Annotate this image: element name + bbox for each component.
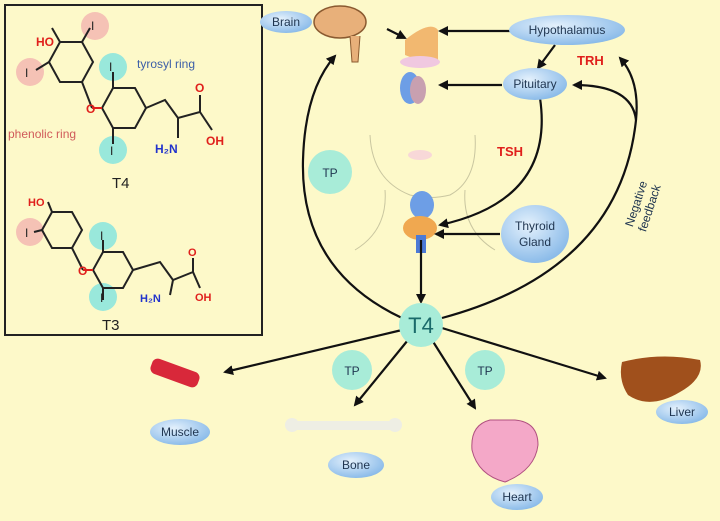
- t3-structure: [16, 201, 201, 311]
- trh-label: TRH: [577, 53, 604, 68]
- svg-text:Brain: Brain: [272, 15, 300, 29]
- t3-structure-label: T3: [102, 317, 120, 334]
- svg-text:Pituitary: Pituitary: [513, 77, 556, 91]
- amine-label: H₂N: [155, 142, 178, 156]
- svg-text:Hypothalamus: Hypothalamus: [529, 23, 606, 37]
- structures-panel: HO I I I I O O OH H₂N tyrosyl ring pheno…: [4, 4, 263, 336]
- pathway-arrows: [223, 26, 638, 410]
- iodine-label: I: [100, 229, 103, 243]
- svg-text:T4: T4: [408, 313, 434, 338]
- oh-label: OH: [206, 134, 224, 148]
- node-muscle: Muscle: [150, 419, 210, 445]
- svg-text:TP: TP: [344, 364, 359, 378]
- tsh-label: TSH: [497, 144, 523, 159]
- t4-structure-label: T4: [112, 175, 130, 192]
- node-heart: Heart: [491, 484, 543, 510]
- muscle-illustration: [150, 358, 200, 388]
- svg-text:TP: TP: [322, 166, 337, 180]
- carbonyl-o-label: O: [188, 247, 197, 259]
- brain-illustration: [313, 5, 367, 63]
- node-hypothalamus: Hypothalamus: [509, 15, 625, 45]
- svg-text:Liver: Liver: [669, 405, 695, 419]
- amine-label: H₂N: [140, 293, 161, 305]
- svg-text:Muscle: Muscle: [161, 425, 199, 439]
- heart-illustration: [471, 419, 539, 483]
- node-pituitary: Pituitary: [503, 68, 567, 100]
- iodine-label: I: [25, 226, 28, 240]
- svg-text:TP: TP: [477, 364, 492, 378]
- carbonyl-o-label: O: [195, 81, 204, 95]
- svg-text:Bone: Bone: [342, 458, 370, 472]
- svg-text:Gland: Gland: [519, 235, 551, 249]
- node-liver: Liver: [656, 400, 708, 424]
- iodine-label: I: [110, 144, 113, 158]
- svg-text:Thyroid: Thyroid: [515, 219, 555, 233]
- t3-ho-label: HO: [28, 197, 45, 209]
- svg-text:Heart: Heart: [502, 490, 532, 504]
- tp-badge: TP: [332, 350, 372, 390]
- tp-badge: TP: [465, 350, 505, 390]
- node-bone: Bone: [328, 452, 384, 478]
- ether-oxygen-label: O: [86, 102, 95, 116]
- iodine-label: I: [91, 19, 94, 33]
- tyrosyl-ring-label: tyrosyl ring: [137, 57, 195, 71]
- iodine-label: I: [25, 66, 28, 80]
- ether-oxygen-label: O: [78, 264, 87, 278]
- liver-illustration: [620, 356, 701, 402]
- bone-illustration: [285, 418, 402, 432]
- negative-feedback-label: Negative feedback: [622, 179, 664, 234]
- node-brain: Brain: [260, 11, 312, 33]
- t4-structure: [16, 12, 213, 164]
- t4-ho-label: HO: [36, 35, 54, 49]
- iodine-label: I: [100, 291, 103, 305]
- neck-illustration: [354, 134, 496, 251]
- phenolic-ring-label: phenolic ring: [8, 127, 76, 141]
- tp-badge: TP: [308, 150, 352, 194]
- pituitary-illustration: [400, 26, 440, 104]
- iodine-label: I: [109, 60, 112, 74]
- oh-label: OH: [195, 292, 212, 304]
- node-t4: T4: [399, 303, 443, 347]
